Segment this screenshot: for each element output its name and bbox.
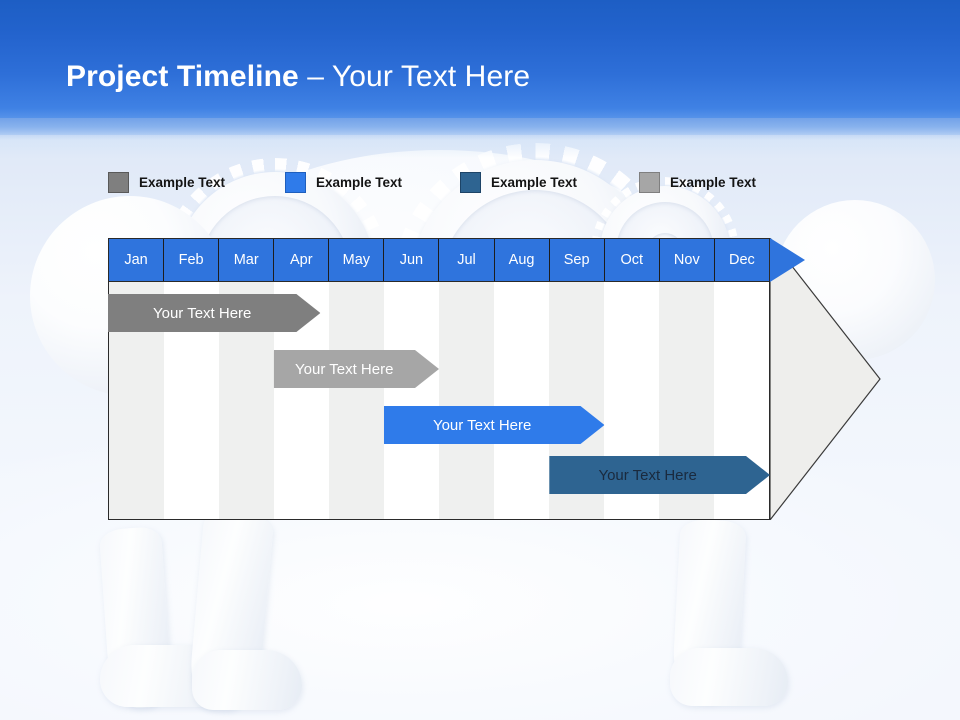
mascot-foot: [192, 650, 302, 710]
month-header-aug[interactable]: Aug: [495, 239, 550, 281]
timeline-bar-label: Your Text Here: [432, 416, 532, 434]
page-title-strong: Project Timeline: [66, 60, 299, 93]
grid-column-jun: [384, 282, 439, 519]
legend-item-label: Example Text: [139, 174, 226, 190]
timeline-bar-label: Your Text Here: [152, 304, 252, 322]
timeline-bar-1[interactable]: Your Text Here: [274, 350, 440, 388]
legend: Example Text Example Text Example Text Exam…: [108, 168, 808, 196]
month-header-feb[interactable]: Feb: [164, 239, 220, 281]
timeline-bar-0[interactable]: Your Text Here: [108, 294, 320, 332]
timeline-arrow-head: [770, 238, 882, 520]
page-title: Project Timeline – Your Text Here: [66, 60, 530, 94]
legend-item-label: Example Text: [316, 174, 403, 190]
month-header-jul[interactable]: Jul: [439, 239, 495, 281]
header-banner-fade: [0, 118, 960, 158]
timeline-bar-2[interactable]: Your Text Here: [384, 406, 605, 444]
month-header-mar[interactable]: Mar: [219, 239, 275, 281]
grid-column-aug: [494, 282, 549, 519]
legend-swatch-icon: [460, 171, 481, 193]
month-header-dec[interactable]: Dec: [729, 252, 755, 268]
timeline-bar-label: Your Text Here: [295, 360, 394, 378]
month-header-apr[interactable]: Apr: [274, 239, 330, 281]
month-header-jun[interactable]: Jun: [384, 239, 440, 281]
month-header-nov[interactable]: Nov: [660, 239, 715, 281]
mascot-foot: [670, 648, 788, 706]
header-banner: [0, 0, 960, 135]
legend-swatch-icon: [639, 171, 660, 193]
page-title-light: Your Text Here: [331, 60, 531, 93]
month-header-sep[interactable]: Sep: [550, 239, 605, 281]
legend-item-label: Example Text: [491, 174, 578, 190]
grid-column-jul: [439, 282, 494, 519]
legend-item-2[interactable]: Example Text: [460, 168, 577, 196]
legend-item-0[interactable]: Example Text: [108, 168, 225, 196]
legend-item-label: Example Text: [670, 174, 757, 190]
grid-column-may: [329, 282, 384, 519]
legend-item-1[interactable]: Example Text: [285, 168, 402, 196]
legend-swatch-icon: [285, 171, 306, 193]
month-header-may[interactable]: May: [329, 239, 385, 281]
arrow-head-shape: [770, 238, 881, 520]
timeline-bar-3[interactable]: Your Text Here: [549, 456, 770, 494]
legend-item-3[interactable]: Example Text: [639, 168, 756, 196]
month-header-jan[interactable]: Jan: [109, 239, 165, 281]
month-header-oct[interactable]: Oct: [605, 239, 660, 281]
page-title-separator: –: [298, 60, 332, 93]
legend-swatch-icon: [108, 171, 129, 193]
timeline-bar-label: Your Text Here: [598, 466, 697, 484]
